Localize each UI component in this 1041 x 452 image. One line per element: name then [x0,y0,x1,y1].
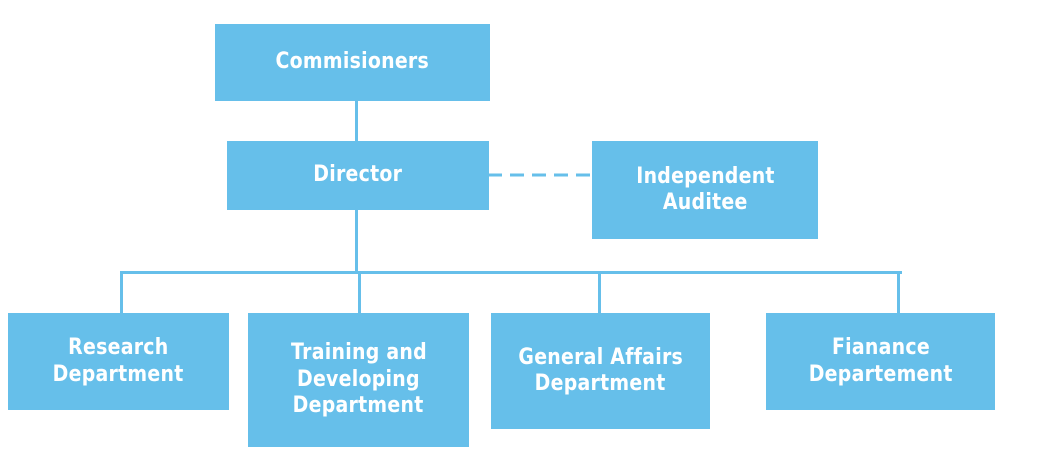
connector-drop-finance [897,271,900,314]
box-director[interactable]: Director [227,141,489,210]
box-auditee-line-1: Independent [635,163,775,189]
box-finance-department[interactable]: Fianance Departement [766,313,995,410]
box-training-line-3: Department [293,393,424,419]
connector-drop-training [358,271,361,314]
box-research-line-2: Department [53,361,184,387]
box-commissioners[interactable]: Commisioners [215,24,490,101]
box-commissioners-label: Commisioners [275,49,430,75]
box-training-department[interactable]: Training and Developing Department [248,313,469,447]
box-general-affairs-department[interactable]: General Affairs Department [491,313,710,429]
box-general-affairs-line-2: Department [535,371,666,396]
box-auditee-line-2: Auditee [662,190,748,215]
connector-horizontal-bus [120,271,902,274]
box-research-line-1: Research [68,335,169,361]
box-finance-line-1: Fianance [831,335,930,361]
connector-drop-general-affairs [598,271,601,314]
connector-commissioners-director [355,100,358,142]
box-general-affairs-line-1: General Affairs [518,344,683,370]
connector-director-trunk [355,209,358,273]
dashed-connector-director-auditee [488,173,594,177]
box-research-department[interactable]: Research Department [8,313,229,410]
box-training-line-1: Training and [290,340,427,366]
connector-drop-research [120,271,123,314]
box-director-label: Director [313,162,403,188]
box-independent-auditee[interactable]: Independent Auditee [592,141,818,239]
box-training-line-2: Developing [297,366,420,392]
box-finance-line-2: Departement [808,361,953,387]
